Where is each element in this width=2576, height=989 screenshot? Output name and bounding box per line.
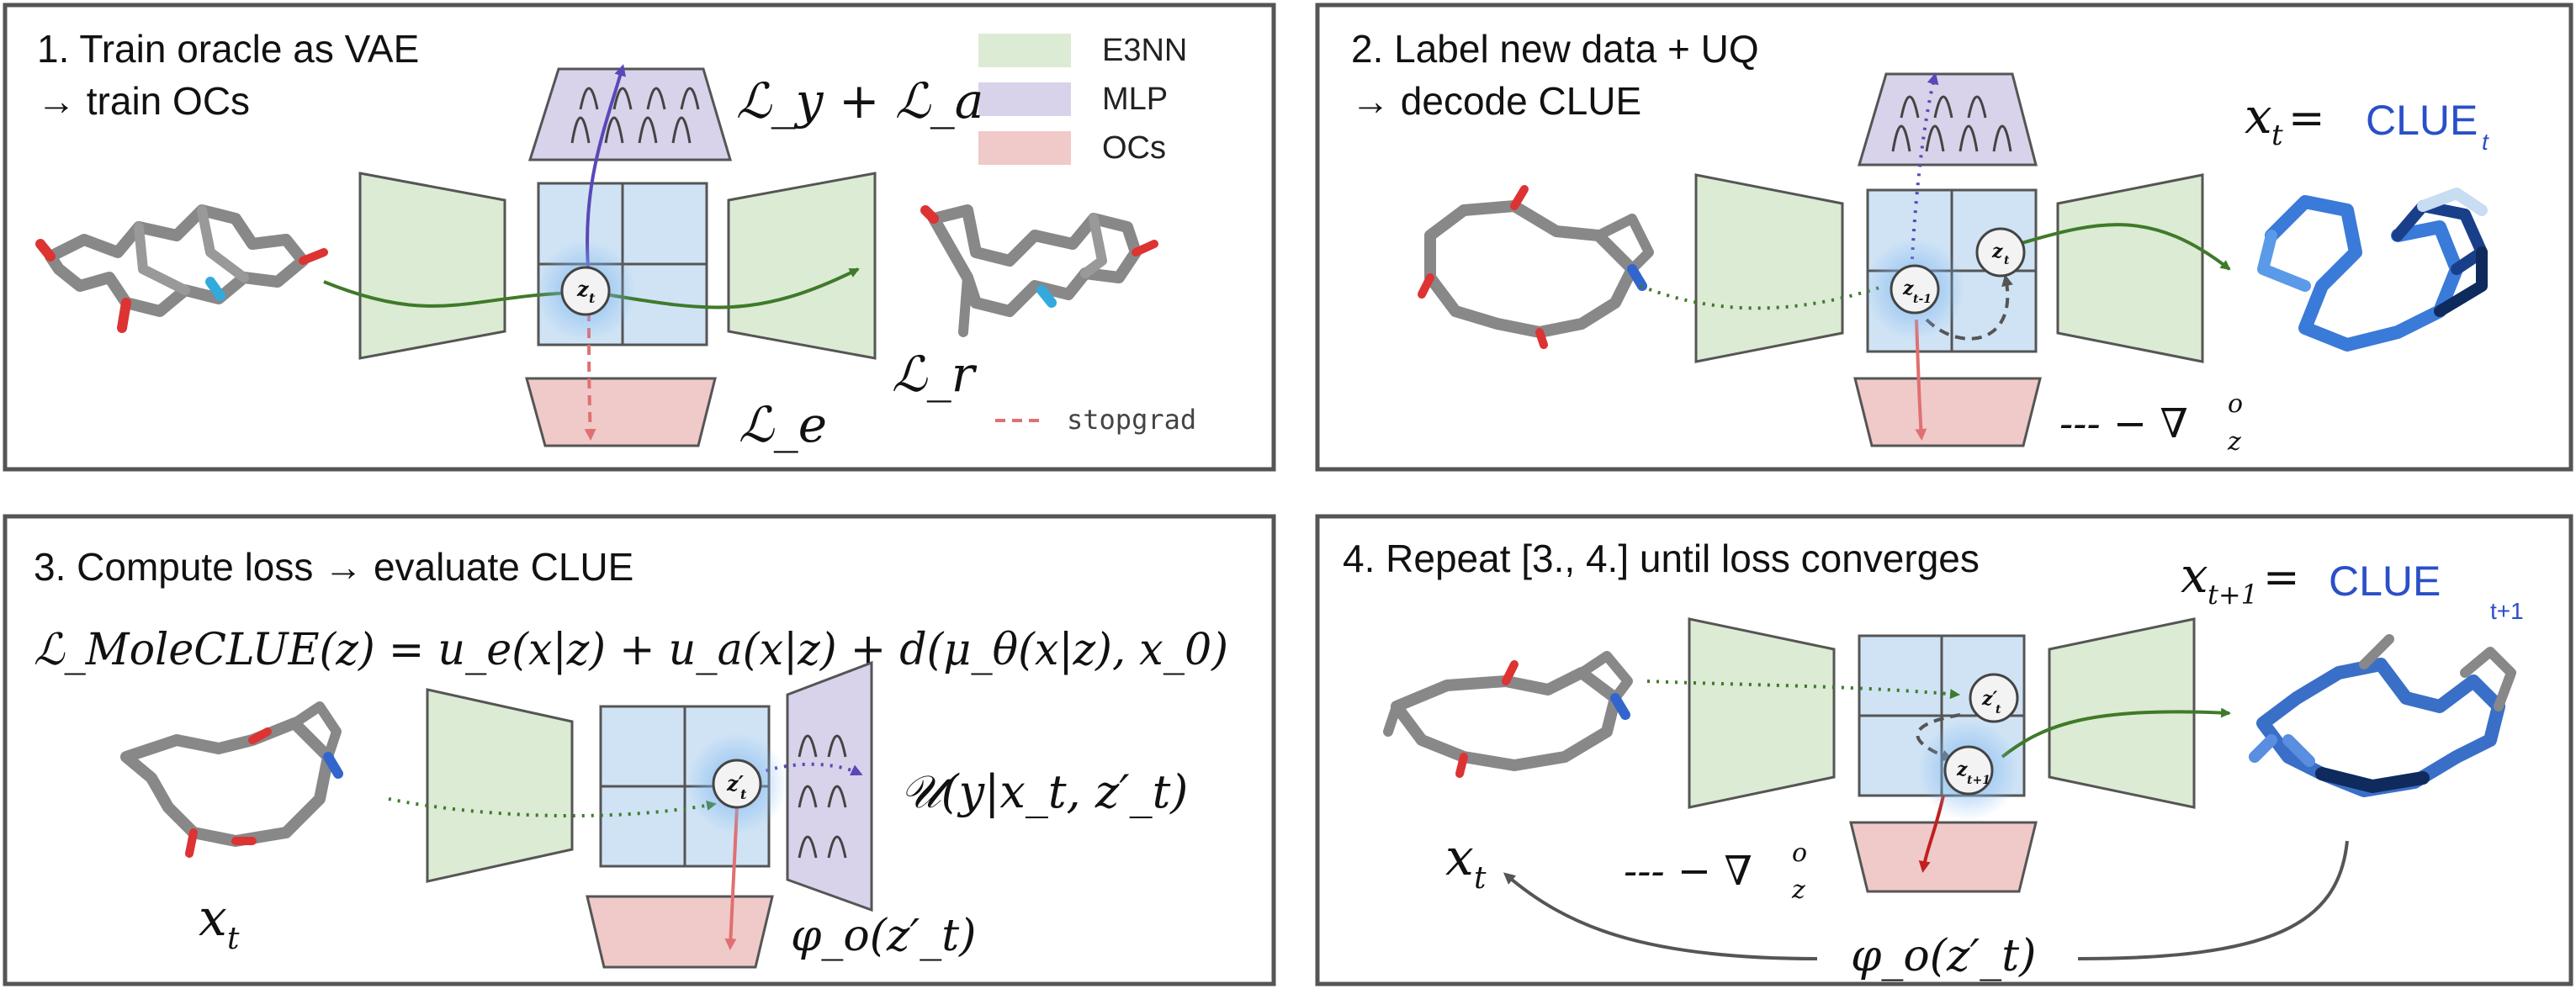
molecule-input-icon (1418, 185, 1654, 349)
gradient-legend: --- − ∇ (2059, 400, 2188, 447)
ocs-head (1849, 821, 2038, 893)
panel-1-title-line2: → train OCs (37, 79, 250, 123)
flow-latent-to-output (2001, 707, 2231, 759)
xt-sub: t (1474, 861, 1487, 896)
mlp-head (527, 67, 733, 161)
ocs-head (525, 377, 717, 447)
latent-node-z-sub: t (589, 290, 596, 306)
latent-node-zprime-sub: t (740, 786, 747, 802)
molecule-clue-icon (2249, 634, 2516, 797)
flow-latent-to-output (605, 267, 860, 309)
panel-2-title-line1: 2. Label new data + UQ (1351, 27, 1759, 71)
eq-sign: = (2263, 553, 2300, 603)
panel-1-title-line1: 1. Train oracle as VAE (37, 27, 419, 71)
legend-mlp-swatch (978, 82, 1071, 116)
gradient-legend: --- − ∇ (1624, 848, 1752, 895)
legend-mlp-label: MLP (1102, 82, 1168, 117)
legend-ocs-swatch (978, 131, 1071, 165)
clue-label: CLUE (2329, 558, 2441, 605)
loop-arrow-right (2077, 840, 2349, 960)
latent-node-zprime-label: z′ (1981, 688, 1997, 710)
panel-4: 4. Repeat [3., 4.] until loss converges … (1315, 514, 2573, 986)
latent-node-zprime (1969, 673, 2019, 723)
xt-label: x (199, 889, 227, 948)
loss-y-plus-a: ℒ_y + ℒ_a (736, 72, 983, 130)
panel-2-title-line2: → decode CLUE (1351, 79, 1641, 123)
flow-latent-to-output (2018, 223, 2231, 271)
mlp-distribution-glyphs (798, 734, 847, 859)
clue-sub: t (2482, 129, 2489, 155)
latent-node-z-prev-label: z (1902, 278, 1914, 299)
xt-label: x (2245, 87, 2272, 145)
phi-label: φ_o(z′_t) (791, 911, 976, 961)
xt-label: x (1445, 828, 1474, 887)
encoder-e3nn (1694, 173, 1844, 363)
latent-node-z-curr-sub: t (2004, 254, 2010, 267)
panel-3: 3. Compute loss → evaluate CLUE ℒ_MoleCL… (3, 514, 1276, 986)
gradient-sub: z (1791, 875, 1805, 905)
xt1-label: x (2181, 547, 2208, 604)
latent-node-z-label: z (576, 277, 590, 301)
ocs-head (1853, 377, 2042, 447)
eq-sign: = (2288, 93, 2325, 144)
flow-input-to-latent-dotted (1646, 680, 1960, 700)
panel-2: 2. Label new data + UQ → decode CLUE z (1315, 3, 2573, 472)
encoder-e3nn (358, 172, 506, 360)
loss-e: ℒ_e (739, 396, 827, 453)
gradient-sup: o (2228, 389, 2243, 419)
legend-e3nn-label: E3NN (1102, 33, 1187, 68)
mlp-head (1857, 72, 2038, 167)
decoder-e3nn (727, 172, 877, 360)
molecule-input-icon (120, 701, 343, 858)
latent-node-zprime-label: z′ (726, 771, 745, 796)
legend-stopgrad-label: stopgrad (1067, 404, 1196, 436)
latent-node-z-next-label: z (1956, 759, 1968, 780)
molecule-input-icon (1383, 651, 1633, 778)
clue-label: CLUE (2366, 97, 2478, 144)
xt-sub: t (227, 922, 240, 956)
loop-arrow-left (1503, 872, 1818, 960)
legend-e3nn-swatch (978, 34, 1071, 67)
mlp-distribution-glyphs (1891, 95, 2012, 152)
latent-node-z-prev-sub: t-1 (1913, 293, 1932, 306)
mlp-distribution-glyphs (570, 87, 700, 144)
phi-label: φ_o(z′_t) (1851, 931, 2036, 981)
panel-4-title: 4. Repeat [3., 4.] until loss converges (1343, 537, 1980, 580)
encoder-e3nn (1688, 617, 1836, 809)
xt1-sub: t+1 (2208, 579, 2258, 611)
latent-node-zprime (712, 759, 762, 809)
encoder-e3nn (426, 688, 574, 883)
molecule-clue-icon (2257, 188, 2488, 352)
decoder-e3nn (2056, 173, 2204, 363)
legend-ocs-label: OCs (1102, 130, 1166, 166)
gradient-sup: o (1792, 838, 1807, 868)
panel-1: 1. Train oracle as VAE → train OCs E3NN … (3, 3, 1276, 472)
xt-sub: t (2271, 119, 2283, 152)
mlp-head (786, 660, 873, 912)
latent-node-z (560, 266, 611, 316)
latent-node-z-curr (1975, 227, 2026, 278)
panel-3-title: 3. Compute loss → evaluate CLUE (34, 545, 633, 589)
gradient-sub: z (2227, 427, 2241, 457)
ocs-head (586, 895, 774, 969)
latent-node-zprime-sub: t (1996, 703, 2001, 717)
latent-node-z-next-sub: t+1 (1967, 774, 1990, 787)
latent-node-z-curr-label: z (1991, 241, 2003, 262)
flow-latent-to-mlp-dotted (756, 762, 863, 776)
molecule-input-icon (35, 204, 328, 333)
latent-node-z-next (1943, 745, 1994, 796)
moleclue-loss-formula: ℒ_MoleCLUE(z) = u_e(x|z) + u_a(x|z) + d(… (34, 625, 1228, 675)
molecule-reconstructed-icon (920, 204, 1158, 337)
uncertainty-label: 𝒰(y|x_t, z′_t) (900, 765, 1188, 818)
loss-r: ℒ_r (892, 346, 978, 403)
clue-sub: t+1 (2490, 598, 2524, 624)
latent-node-z-prev (1890, 264, 1940, 315)
